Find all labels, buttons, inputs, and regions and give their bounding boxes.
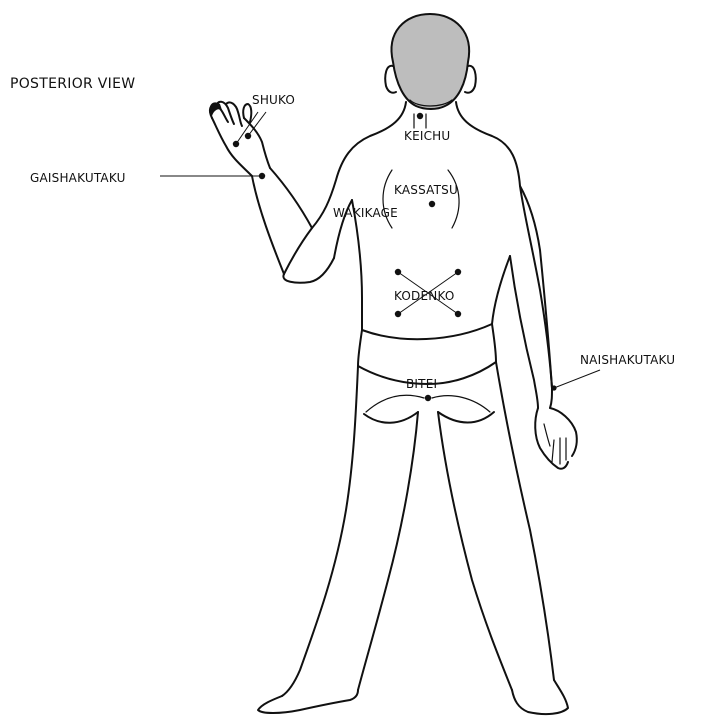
shuko-label: SHUKO <box>252 93 295 107</box>
gaishakutaku-point <box>259 173 265 179</box>
keichu-point <box>417 113 423 119</box>
kassatsu-point <box>429 201 435 207</box>
gaishakutaku-label: GAISHAKUTAKU <box>30 171 126 185</box>
head <box>385 14 475 109</box>
kodenko-point-4 <box>455 311 461 317</box>
kassatsu-label: KASSATSU <box>394 183 458 197</box>
shuko-point-1 <box>233 141 239 147</box>
keichu-label: KEICHU <box>404 129 450 143</box>
kodenko-label: KODENKO <box>394 289 455 303</box>
kodenko-point-1 <box>395 269 401 275</box>
kodenko-point-2 <box>455 269 461 275</box>
naishakutaku-point <box>551 385 556 390</box>
shuko-point-2 <box>245 133 251 139</box>
naishakutaku-label: NAISHAKUTAKU <box>580 353 675 367</box>
naishakutaku-leader <box>554 370 600 388</box>
right-scapula-line <box>448 170 459 228</box>
diagram-title: POSTERIOR VIEW <box>10 76 135 92</box>
bitei-point <box>425 395 431 401</box>
kodenko-point-3 <box>395 311 401 317</box>
bitei-label: BITEI <box>406 377 437 391</box>
wakikage-label: WAKIKAGE <box>333 206 398 220</box>
pressure-points <box>233 113 557 401</box>
